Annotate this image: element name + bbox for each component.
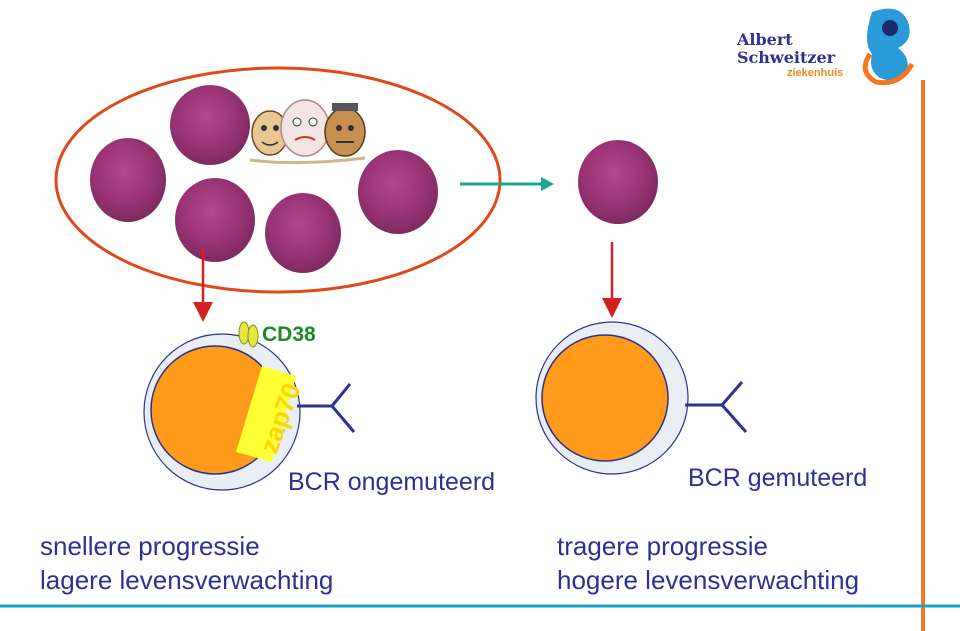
lymphocyte bbox=[265, 193, 341, 273]
right-outcome-line-2: hogere levensverwachting bbox=[557, 565, 860, 595]
logo-text-albert: Albert bbox=[737, 30, 793, 49]
bcr-mutated-label: BCR gemuteerd bbox=[688, 464, 868, 492]
logo-text-ziekenhuis: ziekenhuis bbox=[787, 67, 844, 79]
cartoon-cells-illustration bbox=[249, 99, 366, 165]
lymphocyte-single bbox=[578, 140, 658, 224]
cd38-marker bbox=[238, 321, 250, 345]
cd38-marker bbox=[247, 324, 259, 348]
lymphocyte bbox=[90, 138, 166, 222]
b-cell-mutated bbox=[535, 321, 748, 475]
bcr-receptor-icon bbox=[685, 381, 748, 433]
zap70-box bbox=[236, 366, 296, 462]
cell-cluster-ellipse bbox=[54, 66, 502, 294]
lymphocyte bbox=[170, 85, 250, 165]
lymphocyte bbox=[358, 150, 438, 234]
logo-text-schweitzer: Schweitzer bbox=[737, 48, 836, 67]
b-cell-unmutated bbox=[143, 321, 356, 491]
albert-schweitzer-logo-mark bbox=[862, 8, 915, 86]
right-outcome-line-1: tragere progressie bbox=[557, 531, 768, 561]
bcr-unmutated-label: BCR ongemuteerd bbox=[288, 468, 496, 496]
left-outcome-line-1: snellere progressie bbox=[40, 531, 260, 561]
left-outcome-line-2: lagere levensverwachting bbox=[40, 565, 334, 595]
bcr-receptor-icon bbox=[297, 383, 356, 433]
cell-nucleus bbox=[541, 334, 669, 462]
cd38-label: CD38 bbox=[262, 323, 316, 346]
lymphocyte bbox=[175, 178, 255, 262]
lymphocyte-cells bbox=[90, 85, 438, 273]
green-arrow-head bbox=[541, 177, 554, 191]
